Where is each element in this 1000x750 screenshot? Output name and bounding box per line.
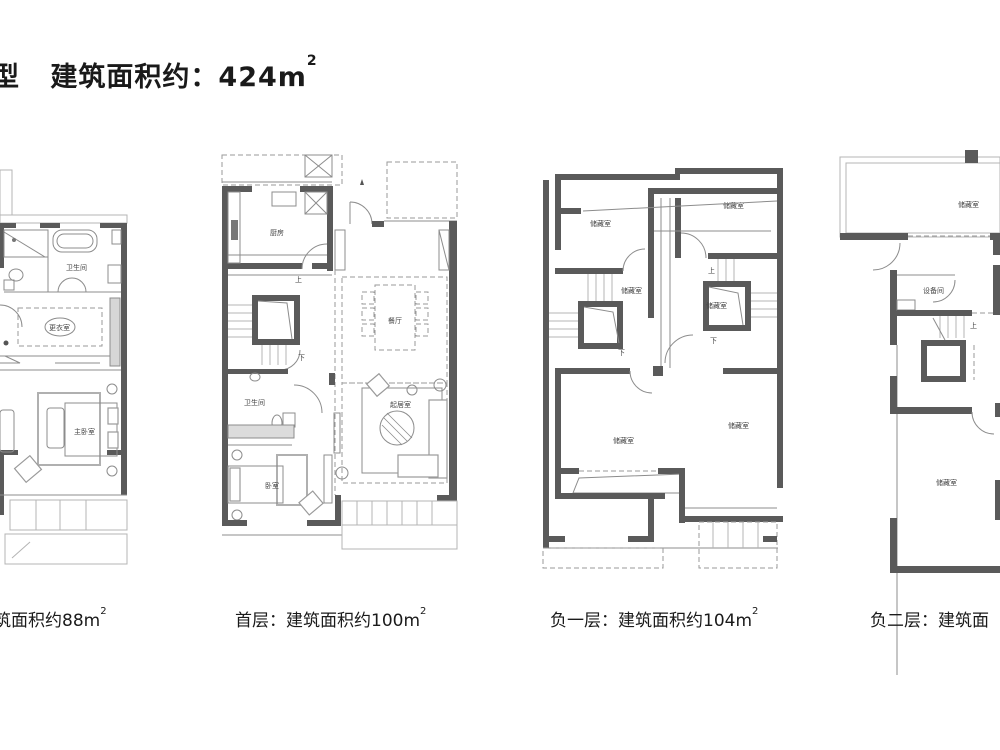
room-label-bedroom: 卧室 bbox=[265, 481, 279, 490]
floor-plan-basement-2: 储藏室 设备间 上 储藏室 bbox=[839, 150, 1000, 675]
caption-basement-1: 负一层：建筑面积约104m2 bbox=[550, 606, 759, 631]
page-title: 型 建筑面积约：424m2 bbox=[0, 53, 318, 94]
unit-type-label: 型 bbox=[0, 62, 20, 93]
room-label-closet: 更衣室 bbox=[49, 323, 70, 332]
room-label-dining: 餐厅 bbox=[388, 316, 402, 325]
stair-up-label: 上 bbox=[295, 275, 302, 284]
caption-basement-2: 负二层：建筑面 bbox=[870, 611, 989, 631]
room-label-bathroom: 卫生间 bbox=[66, 263, 87, 272]
stair-down-label-left: 下 bbox=[618, 349, 625, 357]
room-label-kitchen: 厨房 bbox=[270, 228, 284, 237]
stair-up-label: 上 bbox=[708, 266, 715, 275]
room-label-storage-se: 储藏室 bbox=[728, 421, 749, 430]
caption-ground-floor: 首层：建筑面积约100m2 bbox=[235, 606, 427, 631]
room-label-storage-sw: 储藏室 bbox=[613, 436, 634, 445]
floor-plan-second-floor: 卫生间 更衣室 主卧室 bbox=[0, 169, 128, 565]
total-area-label: 建筑面积约：424m2 bbox=[50, 53, 318, 93]
room-label-equipment: 设备间 bbox=[923, 286, 944, 295]
room-label-storage-stair-left: 储藏室 bbox=[621, 286, 642, 295]
caption-second-floor: 筑面积约88m2 bbox=[0, 606, 107, 631]
stair-down-label-right: 下 bbox=[710, 337, 717, 345]
room-label-storage-bottom: 储藏室 bbox=[936, 478, 957, 487]
floor-plan-ground-floor: 厨房 上 下 餐厅 卫生间 起居室 bbox=[221, 154, 458, 550]
room-label-storage-stair-right: 储藏室 bbox=[706, 301, 727, 310]
room-label-ground-bathroom: 卫生间 bbox=[244, 398, 265, 407]
room-label-storage-ne: 储藏室 bbox=[723, 201, 744, 210]
floor-plan-basement-1: 储藏室 储藏室 储藏室 下 上 储藏室 下 储藏室 储藏室 bbox=[542, 168, 783, 569]
room-label-storage-nw: 储藏室 bbox=[590, 219, 611, 228]
stair-up-label: 上 bbox=[970, 321, 977, 330]
room-label-storage-top: 储藏室 bbox=[958, 200, 979, 209]
room-label-master-bedroom: 主卧室 bbox=[74, 427, 95, 436]
stair-down-label: 下 bbox=[298, 354, 305, 362]
room-label-living: 起居室 bbox=[390, 400, 411, 409]
